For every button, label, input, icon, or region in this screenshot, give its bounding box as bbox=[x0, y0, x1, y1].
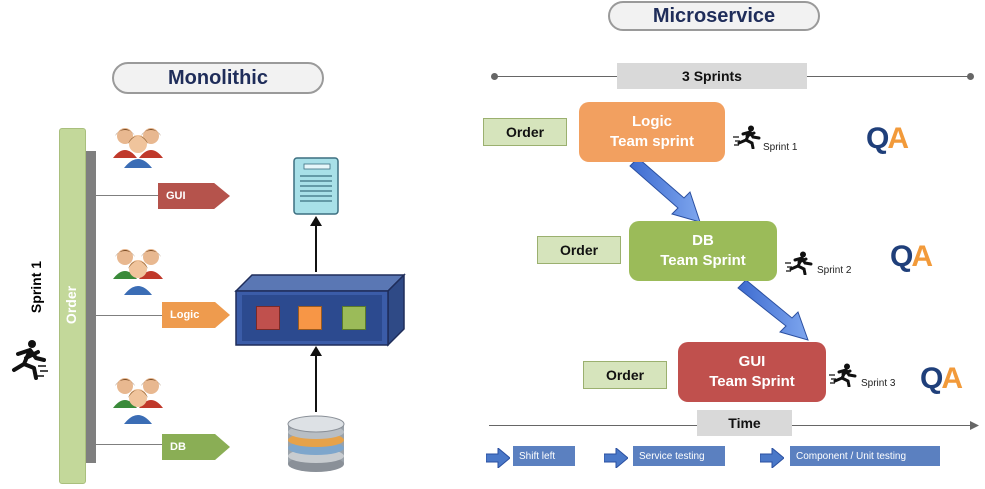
connector-line bbox=[96, 195, 158, 196]
running-person-icon bbox=[733, 125, 761, 149]
qa-logo: QA bbox=[890, 240, 933, 273]
flow-arrow-icon bbox=[737, 280, 809, 341]
logic-tag: Logic bbox=[162, 302, 230, 328]
legend-arrow-icon bbox=[604, 448, 628, 468]
sprints-label-box: 3 Sprints bbox=[617, 63, 807, 89]
running-person-icon bbox=[785, 251, 813, 275]
order-box-row-1: Order bbox=[483, 118, 567, 146]
sprint-3-label: Sprint 3 bbox=[861, 378, 896, 389]
connector-line bbox=[96, 315, 162, 316]
team-group-icon bbox=[113, 128, 163, 168]
running-person-icon bbox=[829, 363, 857, 387]
gui-tag: GUI bbox=[158, 183, 230, 209]
monolithic-timeline-bar bbox=[86, 151, 96, 463]
connector-line bbox=[96, 444, 162, 445]
monolithic-title-text: Monolithic bbox=[168, 66, 268, 89]
database-icon bbox=[287, 415, 345, 472]
sprint-2-label: Sprint 2 bbox=[817, 265, 852, 276]
time-label-box: Time bbox=[697, 410, 792, 436]
document-icon bbox=[293, 157, 339, 215]
db-tag: DB bbox=[162, 434, 230, 460]
timeline-start-dot bbox=[491, 73, 498, 80]
time-axis-arrowhead bbox=[970, 421, 979, 430]
running-person-icon bbox=[12, 340, 48, 380]
legend-shift-left: Shift left bbox=[513, 446, 575, 466]
timeline-end-dot bbox=[967, 73, 974, 80]
legend-service-testing: Service testing bbox=[633, 446, 725, 466]
monolithic-order-bar bbox=[59, 128, 86, 484]
qa-logo: QA bbox=[920, 362, 963, 395]
legend-arrow-icon bbox=[760, 448, 784, 468]
up-arrow-icon bbox=[310, 346, 322, 412]
legend-component-unit-testing: Component / Unit testing bbox=[790, 446, 940, 466]
up-arrow-icon bbox=[310, 216, 322, 272]
logic-module-block bbox=[298, 306, 322, 330]
sprint-1-label: Sprint 1 bbox=[763, 142, 798, 153]
team-group-icon bbox=[113, 378, 163, 424]
order-box-row-3: Order bbox=[583, 361, 667, 389]
legend-arrow-icon bbox=[486, 448, 510, 468]
gui-module-block bbox=[256, 306, 280, 330]
microservice-title: Microservice bbox=[608, 1, 820, 31]
logic-team-sprint-box: Logic Team sprint bbox=[579, 102, 725, 162]
qa-logo: QA bbox=[866, 122, 909, 155]
monolithic-order-label: Order bbox=[63, 285, 79, 325]
flow-arrow-icon bbox=[629, 158, 701, 223]
gui-team-sprint-box: GUI Team Sprint bbox=[678, 342, 826, 402]
monolithic-title: Monolithic bbox=[112, 62, 324, 94]
db-team-sprint-box: DB Team Sprint bbox=[629, 221, 777, 281]
order-box-row-2: Order bbox=[537, 236, 621, 264]
db-module-block bbox=[342, 306, 366, 330]
monolithic-sprint-label: Sprint 1 bbox=[28, 260, 44, 314]
team-group-icon bbox=[113, 249, 163, 295]
microservice-title-text: Microservice bbox=[652, 4, 776, 27]
